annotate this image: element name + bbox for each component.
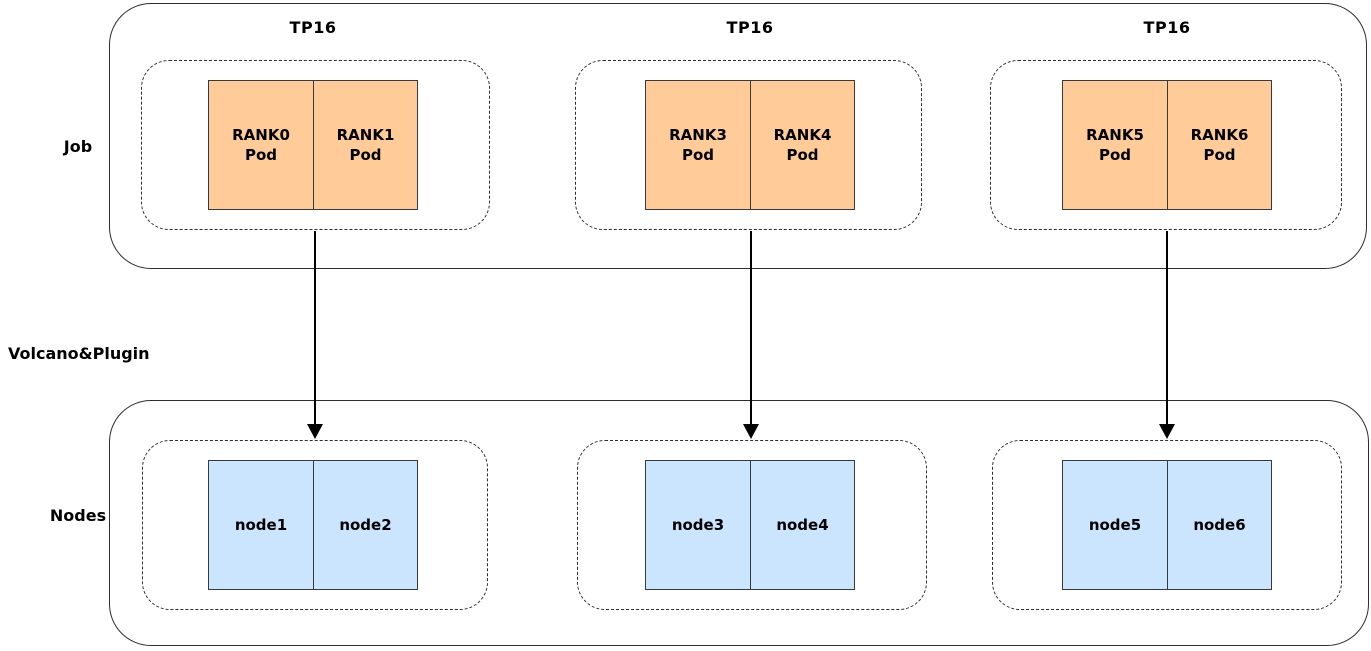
row-label-job: Job: [63, 137, 93, 156]
node-label: node3: [671, 516, 725, 534]
tp-group-label-1: TP16: [289, 18, 337, 37]
node5-box: node5: [1063, 461, 1167, 589]
node-pair-3: node5 node6: [1062, 460, 1272, 590]
pod-rank1: RANK1 Pod: [313, 81, 417, 209]
pod-rank0: RANK0 Pod: [209, 81, 313, 209]
pod-pair-1: RANK0 Pod RANK1 Pod: [208, 80, 418, 210]
node2-box: node2: [313, 461, 417, 589]
tp-group-label-2: TP16: [726, 18, 774, 37]
pod-rank-label: RANK6: [1190, 126, 1249, 144]
pod-rank-label: RANK0: [232, 126, 290, 144]
node-label: node1: [234, 516, 288, 534]
pod-rank-label: RANK4: [773, 126, 832, 144]
pod-group-1: [141, 60, 490, 230]
pod-rank3: RANK3 Pod: [646, 81, 750, 209]
node-group-2: [577, 440, 927, 610]
pod-type-label: Pod: [1203, 146, 1236, 164]
node1-box: node1: [209, 461, 313, 589]
scheduling-arrow-line-1: [314, 231, 316, 425]
node-label: node5: [1088, 516, 1142, 534]
row-label-nodes: Nodes: [49, 506, 107, 525]
node-label: node2: [339, 516, 392, 534]
pod-rank6: RANK6 Pod: [1167, 81, 1271, 209]
arrow-down-icon: [307, 424, 323, 439]
pod-type-label: Pod: [349, 146, 382, 164]
node-pair-2: node3 node4: [645, 460, 855, 590]
pod-type-label: Pod: [1098, 146, 1132, 164]
job-container: [109, 3, 1367, 269]
pod-rank-label: RANK3: [669, 126, 727, 144]
pod-group-3: [990, 60, 1342, 230]
node-group-1: [142, 440, 488, 610]
pod-group-2: [575, 60, 922, 230]
pod-rank-label: RANK1: [336, 126, 395, 144]
arrow-down-icon: [1159, 424, 1175, 439]
pod-type-label: Pod: [786, 146, 819, 164]
pod-rank-label: RANK5: [1086, 126, 1144, 144]
node-group-3: [992, 440, 1342, 610]
pod-type-label: Pod: [681, 146, 715, 164]
arrow-down-icon: [743, 424, 759, 439]
scheduling-arrow-line-2: [750, 231, 752, 425]
pod-rank5: RANK5 Pod: [1063, 81, 1167, 209]
nodes-container: [109, 400, 1369, 646]
pod-pair-3: RANK5 Pod RANK6 Pod: [1062, 80, 1272, 210]
scheduling-arrow-line-3: [1166, 231, 1168, 425]
pod-rank4: RANK4 Pod: [750, 81, 854, 209]
node4-box: node4: [750, 461, 854, 589]
pod-type-label: Pod: [244, 146, 278, 164]
row-label-volcano-plugin: Volcano&Plugin: [8, 344, 150, 363]
pod-pair-2: RANK3 Pod RANK4 Pod: [645, 80, 855, 210]
tp-group-label-3: TP16: [1143, 18, 1191, 37]
node6-box: node6: [1167, 461, 1271, 589]
node3-box: node3: [646, 461, 750, 589]
node-label: node4: [776, 516, 829, 534]
node-label: node6: [1193, 516, 1246, 534]
node-pair-1: node1 node2: [208, 460, 418, 590]
